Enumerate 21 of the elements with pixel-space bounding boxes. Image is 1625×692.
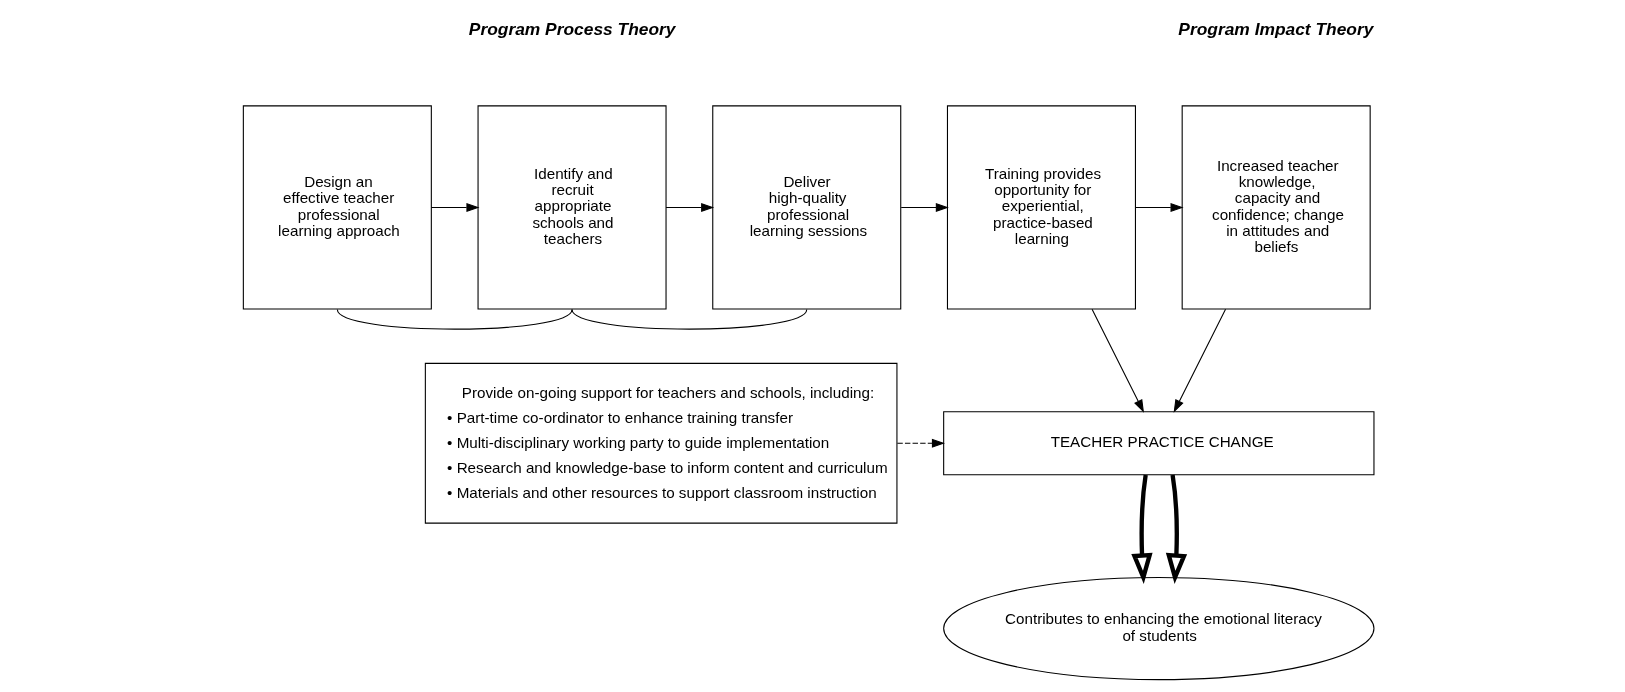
arrow — [665, 202, 714, 213]
node-box: Provide on-going support for teachers and schools, including: • Part-time co-ordinator to enhance training transfer • Multi-disciplinary working party to guide implementation • Research and knowledge-base to inform content and curriculum • Materials and other resources to support classroom instruction — [424, 362, 897, 524]
node-box: TEACHER PRACTICE CHANGE — [942, 411, 1374, 476]
node-box: Identify and recruit appropriate schools and teachers — [477, 105, 667, 310]
arrow — [430, 202, 479, 213]
node-box: Increased teacher knowledge, capacity and confidence; change in attitudes and beliefs — [1181, 105, 1371, 310]
arrow — [1091, 308, 1144, 413]
arrow — [1173, 308, 1226, 413]
connector — [571, 309, 807, 330]
arrow — [1165, 474, 1187, 584]
node-box: Training provides opportunity for experiential, practice-based learning — [946, 105, 1136, 310]
connector — [336, 309, 573, 330]
node-ellipse: Contributes to enhancing the emotional literacy of students — [942, 576, 1374, 681]
node-box: Deliver high-quality professional learning sessions — [711, 105, 901, 310]
label: Program Process Theory — [468, 19, 675, 40]
arrow — [1130, 474, 1153, 584]
label: Program Impact Theory — [1177, 19, 1373, 40]
arrow — [896, 438, 945, 448]
node-box: Design an effective teacher professional learning approach — [242, 105, 432, 310]
arrow — [1134, 202, 1184, 213]
arrow — [900, 202, 949, 213]
